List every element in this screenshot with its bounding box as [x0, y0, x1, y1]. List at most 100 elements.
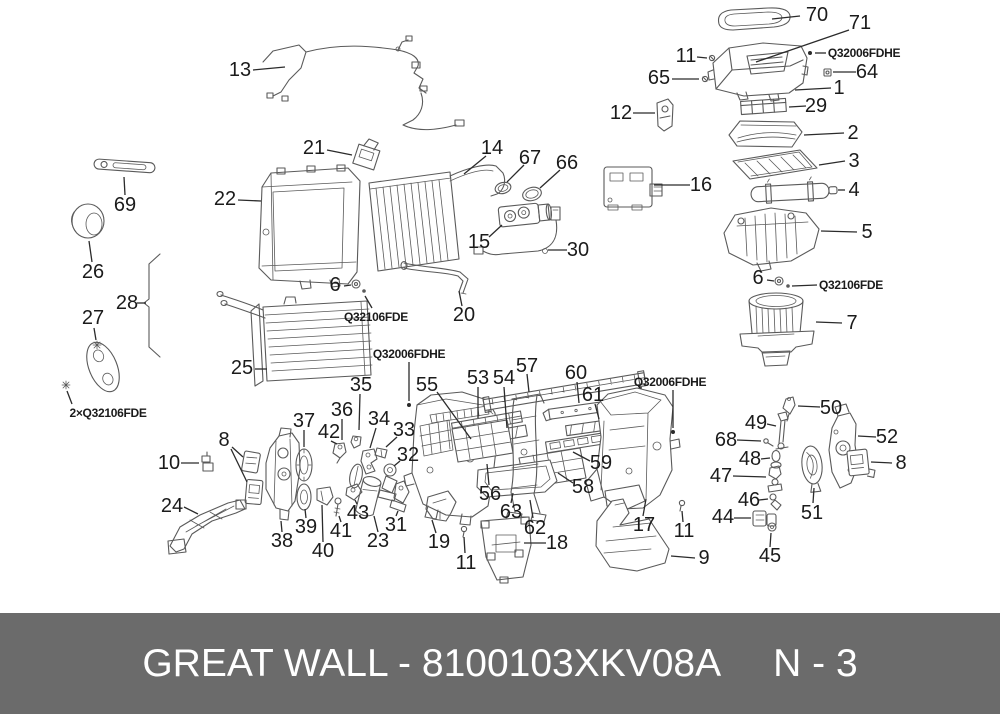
- leader-line: [642, 498, 647, 517]
- part-label-68: 68: [715, 429, 737, 451]
- leader-line: [385, 436, 398, 448]
- leader-line: [393, 460, 401, 467]
- leader-line: [526, 373, 530, 393]
- leader-line: [803, 132, 845, 136]
- part-12-bracket: [656, 98, 674, 132]
- leader-line: [88, 240, 93, 263]
- part-label-8: 8: [895, 452, 906, 474]
- part-label-27: 27: [82, 307, 104, 329]
- part-label-Q32106FDE: Q32106FDE: [344, 310, 408, 324]
- part-17-case-right: [585, 387, 681, 512]
- part-46-pin-icon: [769, 493, 782, 511]
- leader-line: [280, 520, 283, 533]
- leader-line: [321, 504, 324, 543]
- leader-line: [93, 327, 97, 341]
- leader-line: [529, 499, 534, 519]
- part-30-wire-harness: [473, 206, 561, 256]
- leader-line: [463, 155, 487, 175]
- part-label-39: 39: [295, 516, 317, 538]
- part-label-67: 67: [519, 147, 541, 169]
- leader-line: [488, 224, 503, 238]
- part-label-42: 42: [318, 421, 340, 443]
- leader-line: [788, 105, 807, 108]
- leader-line: [696, 56, 708, 59]
- part-label-13: 13: [229, 59, 251, 81]
- leader-line: [766, 423, 777, 427]
- part-label-43: 43: [347, 502, 369, 524]
- part-label-2: 2: [847, 122, 858, 144]
- part-label-28: 28: [116, 292, 138, 314]
- part-label-58: 58: [572, 476, 594, 498]
- part-51-disc: [801, 445, 823, 493]
- leader-line: [369, 427, 377, 449]
- part-label-Q32106FDE: Q32106FDE: [819, 278, 883, 292]
- leader-line: [818, 160, 846, 166]
- part-label-Q32006FDHE: Q32006FDHE: [373, 347, 446, 361]
- part-label-32: 32: [397, 444, 419, 466]
- part-label-25: 25: [231, 357, 253, 379]
- part-label-18: 18: [546, 532, 568, 554]
- leader-line: [373, 515, 379, 533]
- part-label-57: 57: [516, 355, 538, 377]
- part-label-31: 31: [385, 514, 407, 536]
- leader-line: [237, 199, 262, 202]
- clip-64-icon: [823, 68, 832, 77]
- part-33-clip: [374, 447, 388, 459]
- part-label-40: 40: [312, 540, 334, 562]
- part-66-oring-icon: [522, 186, 542, 202]
- leader-line: [771, 15, 801, 20]
- part-8-right-actuator: [846, 448, 876, 478]
- part-label-11: 11: [676, 45, 697, 67]
- part-label-71: 71: [849, 12, 871, 34]
- part-label-Q32006FDHE: Q32006FDHE: [634, 375, 707, 389]
- leader-line: [364, 295, 373, 309]
- part-label-69: 69: [114, 194, 136, 216]
- part-label-61: 61: [582, 384, 604, 406]
- part-36-lever: [350, 435, 362, 449]
- footer-banner: GREAT WALL - 8100103XKV08A N - 3: [0, 613, 1000, 714]
- leader-line: [252, 66, 286, 71]
- leader-line: [594, 403, 600, 420]
- screw-dot-icon: [808, 51, 812, 55]
- leader-line: [820, 230, 858, 233]
- leader-line: [557, 472, 574, 484]
- part-label-49: 49: [745, 412, 767, 434]
- part-4-cylinder: [750, 176, 838, 204]
- leader-line: [183, 506, 199, 515]
- part-label-10: 10: [158, 452, 180, 474]
- leader-line: [304, 508, 307, 519]
- part-label-20: 20: [453, 304, 475, 326]
- leader-line: [681, 510, 684, 523]
- part-label-45: 45: [759, 545, 781, 567]
- screw-dot-icon: [407, 403, 411, 407]
- part-9-duct: [595, 498, 670, 572]
- leader-line: [576, 381, 580, 404]
- part-label-41: 41: [330, 520, 352, 542]
- leader-line: [486, 463, 490, 486]
- part-41-screw-icon: [333, 497, 342, 517]
- part-label-50: 50: [820, 397, 842, 419]
- leader-line: [736, 439, 762, 442]
- part-24-bracket: [167, 499, 247, 555]
- leader-line: [539, 169, 561, 189]
- part-label-1: 1: [833, 77, 844, 99]
- leader-line: [732, 475, 767, 478]
- part-38-bracket: [265, 427, 301, 521]
- screw-6-left-icon: [351, 279, 366, 293]
- part-31-elbow: [389, 480, 410, 513]
- part-label-3: 3: [848, 150, 859, 172]
- leader-line: [791, 284, 818, 287]
- leader-line: [358, 393, 361, 431]
- part-13-pipe-harness: [262, 35, 465, 131]
- part-label-56: 56: [479, 483, 501, 505]
- part-label-30: 30: [567, 239, 589, 261]
- part-label-5: 5: [861, 221, 872, 243]
- part-40-clip: [316, 486, 334, 506]
- part-label-12: 12: [610, 102, 632, 124]
- leader-line: [503, 386, 508, 429]
- part-69-strap: [93, 158, 156, 174]
- part-label-52: 52: [876, 426, 898, 448]
- part-39-disc: [296, 483, 312, 511]
- part-label-44: 44: [712, 506, 734, 528]
- part-label-7: 7: [846, 312, 857, 334]
